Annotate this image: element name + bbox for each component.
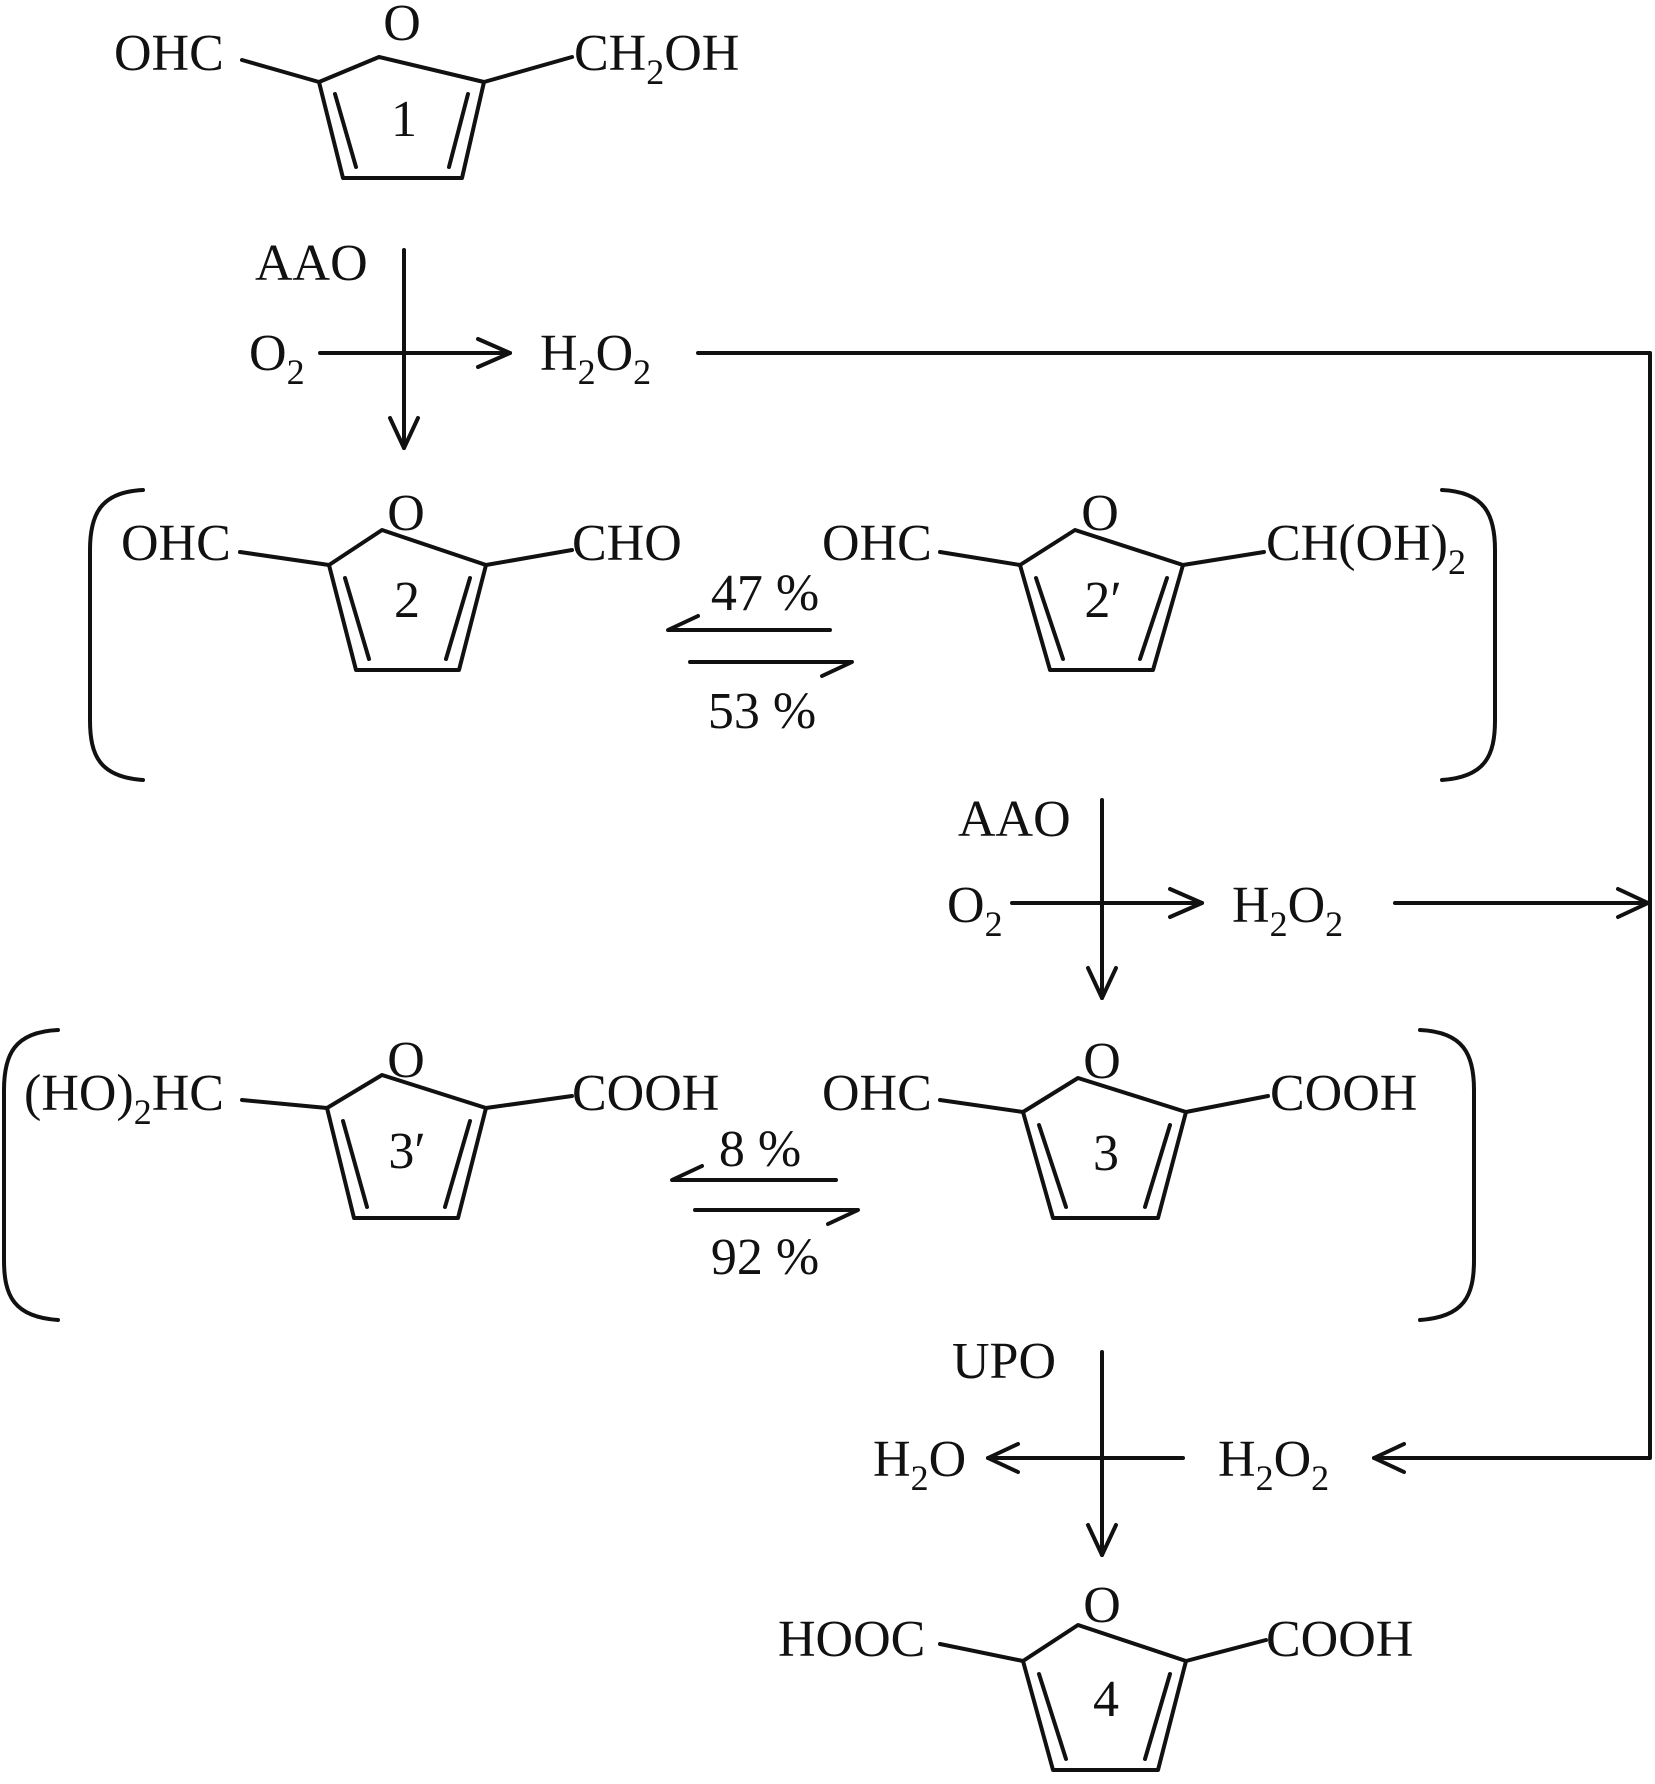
- substituent-left: HOOC: [778, 1611, 925, 1668]
- substituent-bond: [240, 58, 321, 84]
- co-product: H2O2: [1232, 877, 1343, 944]
- step-3: UPO H2O2 H2O: [873, 1333, 1329, 1557]
- substituent-bond: [938, 550, 1022, 567]
- byproduct: H2O: [873, 1431, 966, 1498]
- compound-number: 3: [1093, 1125, 1119, 1182]
- compound-3-prime: O 3′ (HO)2HC COOH: [24, 1032, 719, 1220]
- substituent-left: OHC: [121, 515, 231, 572]
- ring-oxygen: O: [1083, 1577, 1121, 1634]
- arrow-head: [986, 1442, 1020, 1474]
- bracket-right: [1440, 488, 1497, 782]
- bracket-right: [1418, 1028, 1476, 1322]
- compound-3: O 3 OHC COOH: [822, 1033, 1417, 1220]
- ring-oxygen: O: [1081, 485, 1119, 542]
- furan-ring: [325, 1073, 488, 1220]
- step-1: AAO O2 H2O2: [249, 235, 651, 450]
- co-product: H2O2: [540, 325, 651, 392]
- substituent-bond: [1184, 1094, 1270, 1114]
- arrow-head: [1086, 966, 1118, 1000]
- substituent-bond: [238, 550, 331, 567]
- arrow-head: [1086, 1523, 1118, 1557]
- equilibrium-bottom-label: 53 %: [708, 683, 816, 740]
- enzyme-label: AAO: [255, 235, 368, 292]
- compound-4: O 4 HOOC COOH: [778, 1577, 1413, 1772]
- ring-oxygen: O: [387, 1032, 425, 1089]
- h2o2-recycle-line: [696, 351, 1652, 1474]
- furan-ring: [1018, 528, 1185, 672]
- furan-ring: [317, 55, 486, 180]
- substituent-right: CHO: [572, 515, 682, 572]
- equilibrium-2: 8 % 92 %: [670, 1121, 860, 1286]
- compound-number: 2′: [1084, 572, 1121, 629]
- compound-number: 1: [391, 91, 417, 148]
- substituent-bond: [484, 548, 574, 567]
- compound-number: 2: [394, 572, 420, 629]
- substituent-bond: [240, 1098, 329, 1110]
- substituent-right: COOH: [572, 1065, 719, 1122]
- enzyme-label: AAO: [958, 791, 1071, 848]
- equilibrium-top-label: 8 %: [719, 1121, 801, 1178]
- substituent-bond: [938, 1642, 1025, 1663]
- substituent-left: OHC: [822, 1065, 932, 1122]
- substituent-right: CH(OH)2: [1266, 515, 1466, 582]
- compound-2-prime: O 2′ OHC CH(OH)2: [822, 485, 1466, 672]
- co-reactant: O2: [947, 877, 1003, 944]
- arrow-head: [1616, 887, 1650, 919]
- ring-oxygen: O: [383, 0, 421, 52]
- compound-number: 3′: [388, 1123, 425, 1180]
- substituent-left: OHC: [822, 515, 932, 572]
- arrow-head: [1168, 887, 1204, 919]
- substituent-right: CH2OH: [574, 25, 739, 92]
- arrow-head: [476, 337, 512, 369]
- substituent-bond: [1181, 550, 1266, 567]
- equilibrium-arrow-forward: [688, 660, 854, 678]
- substituent-left: (HO)2HC: [24, 1065, 224, 1132]
- equilibrium-arrow-forward: [693, 1208, 860, 1226]
- furan-ring: [327, 528, 488, 672]
- substituent-bond: [484, 1094, 574, 1110]
- equilibrium-top-label: 47 %: [711, 565, 819, 622]
- ring-oxygen: O: [1083, 1033, 1121, 1090]
- equilibrium-bottom-label: 92 %: [711, 1229, 819, 1286]
- bracket-left: [2, 1028, 60, 1322]
- co-substrate: H2O2: [1218, 1431, 1329, 1498]
- equilibrium-arrow-back: [670, 1164, 838, 1182]
- arrow-head: [388, 416, 420, 450]
- substituent-right: COOH: [1270, 1065, 1417, 1122]
- furan-ring: [1021, 1623, 1188, 1772]
- substituent-bond: [1184, 1638, 1268, 1663]
- compound-1: O 1 OHC CH2OH: [114, 0, 739, 180]
- substituent-bond: [482, 55, 574, 84]
- substituent-bond: [938, 1098, 1025, 1114]
- bracket-left: [88, 488, 145, 782]
- compound-number: 4: [1093, 1671, 1119, 1728]
- enzyme-label: UPO: [952, 1333, 1056, 1390]
- substituent-left: OHC: [114, 25, 224, 82]
- furan-ring: [1021, 1076, 1188, 1220]
- step-2: AAO O2 H2O2: [947, 791, 1650, 1000]
- equilibrium-arrow-back: [666, 614, 832, 632]
- co-reactant: O2: [249, 325, 305, 392]
- substituent-right: COOH: [1266, 1611, 1413, 1668]
- equilibrium-1: 47 % 53 %: [666, 565, 854, 740]
- compound-2: O 2 OHC CHO: [121, 485, 682, 672]
- ring-oxygen: O: [387, 485, 425, 542]
